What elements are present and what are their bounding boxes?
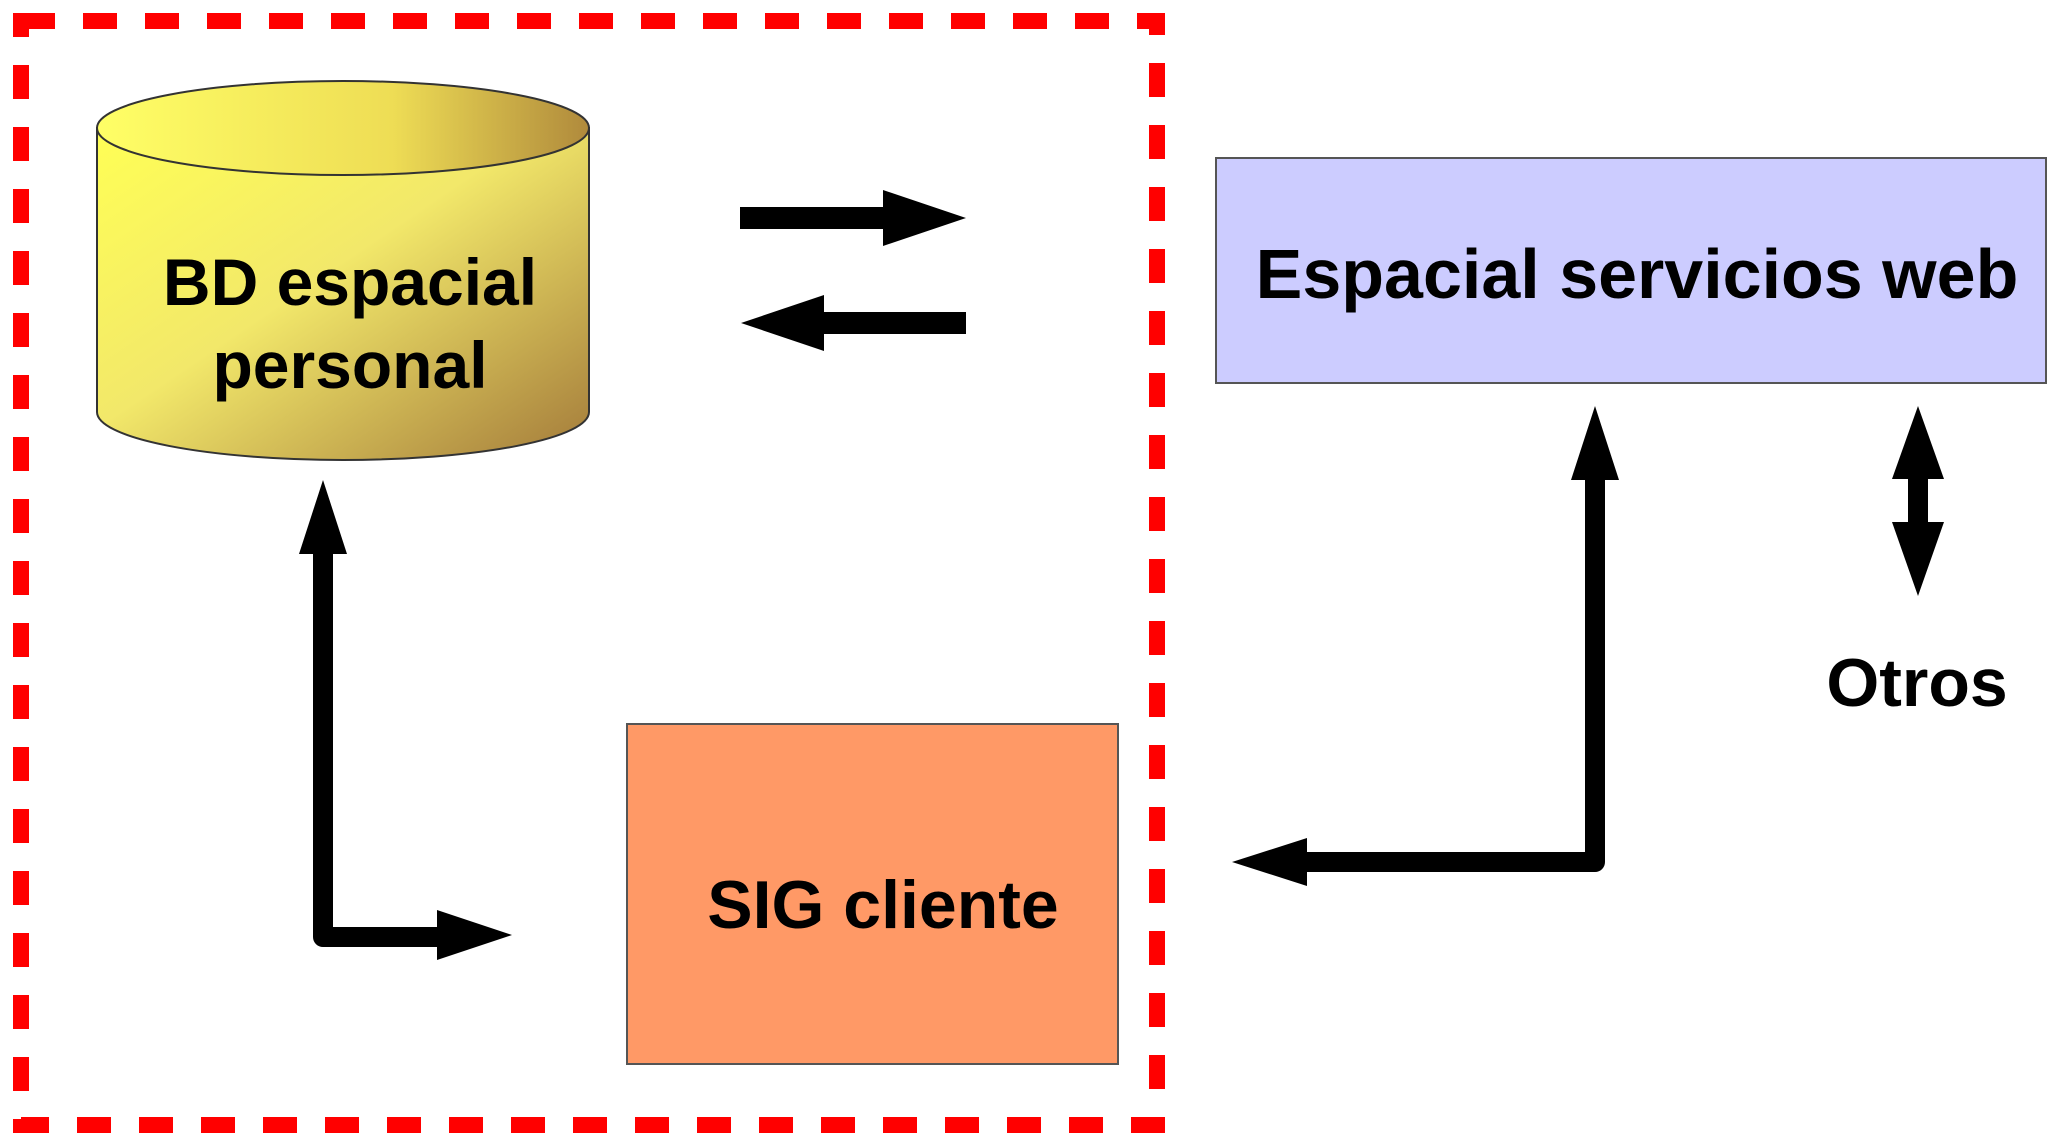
local-boundary xyxy=(13,13,1165,1133)
others-label: Otros xyxy=(1826,645,2007,721)
client-label: SIG cliente xyxy=(707,867,1058,943)
arrow-db-to-web xyxy=(740,190,966,246)
database-label-line2: personal xyxy=(212,328,487,402)
database-label-line1: BD espacial xyxy=(163,245,537,319)
arrow-web-others xyxy=(1892,406,1944,596)
arrow-web-client xyxy=(1232,406,1619,886)
database-cylinder[interactable]: BD espacial personal xyxy=(96,80,590,461)
arrow-web-to-db xyxy=(741,295,966,351)
arrow-db-client xyxy=(299,480,512,960)
web-services-label: Espacial servicios web xyxy=(1256,235,2019,313)
web-services-box[interactable]: Espacial servicios web xyxy=(1215,157,2047,384)
client-box[interactable]: SIG cliente xyxy=(626,723,1119,1065)
